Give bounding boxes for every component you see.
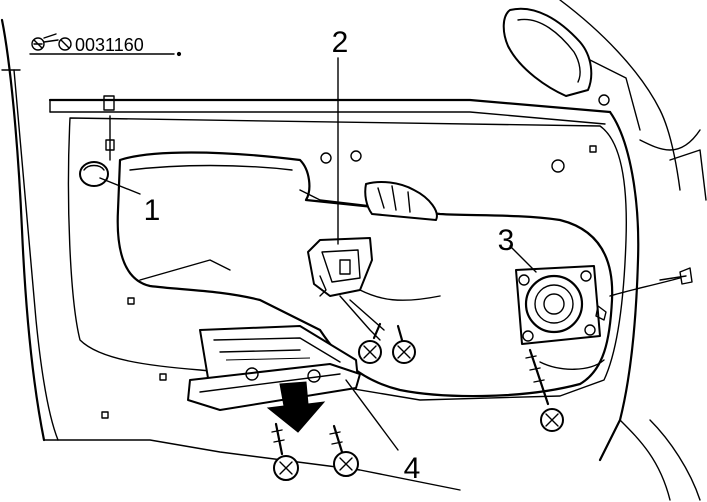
reference-code: 0031160	[75, 35, 144, 55]
side-mirror	[502, 0, 681, 191]
callout-3: 3	[498, 224, 515, 257]
mounting-holes	[101, 145, 597, 419]
removal-arrow	[266, 381, 326, 433]
handle-screws	[271, 422, 359, 481]
callout-1: 1	[144, 194, 161, 227]
door-frame	[0, 18, 612, 491]
bracket-screws	[358, 322, 416, 364]
speaker	[509, 245, 681, 345]
speaker-wire	[539, 359, 605, 370]
callout-4: 4	[404, 452, 421, 485]
reference-mark: 0031160	[29, 33, 182, 57]
inner-handle-recess	[299, 181, 441, 221]
bolt-symbol-icon	[31, 33, 72, 51]
window-regulator-bracket	[307, 57, 441, 341]
speaker-screw	[525, 348, 564, 432]
door-edge-right	[598, 110, 707, 501]
plug-hole	[79, 95, 141, 195]
pull-handle	[187, 325, 399, 451]
callout-2: 2	[332, 26, 349, 59]
